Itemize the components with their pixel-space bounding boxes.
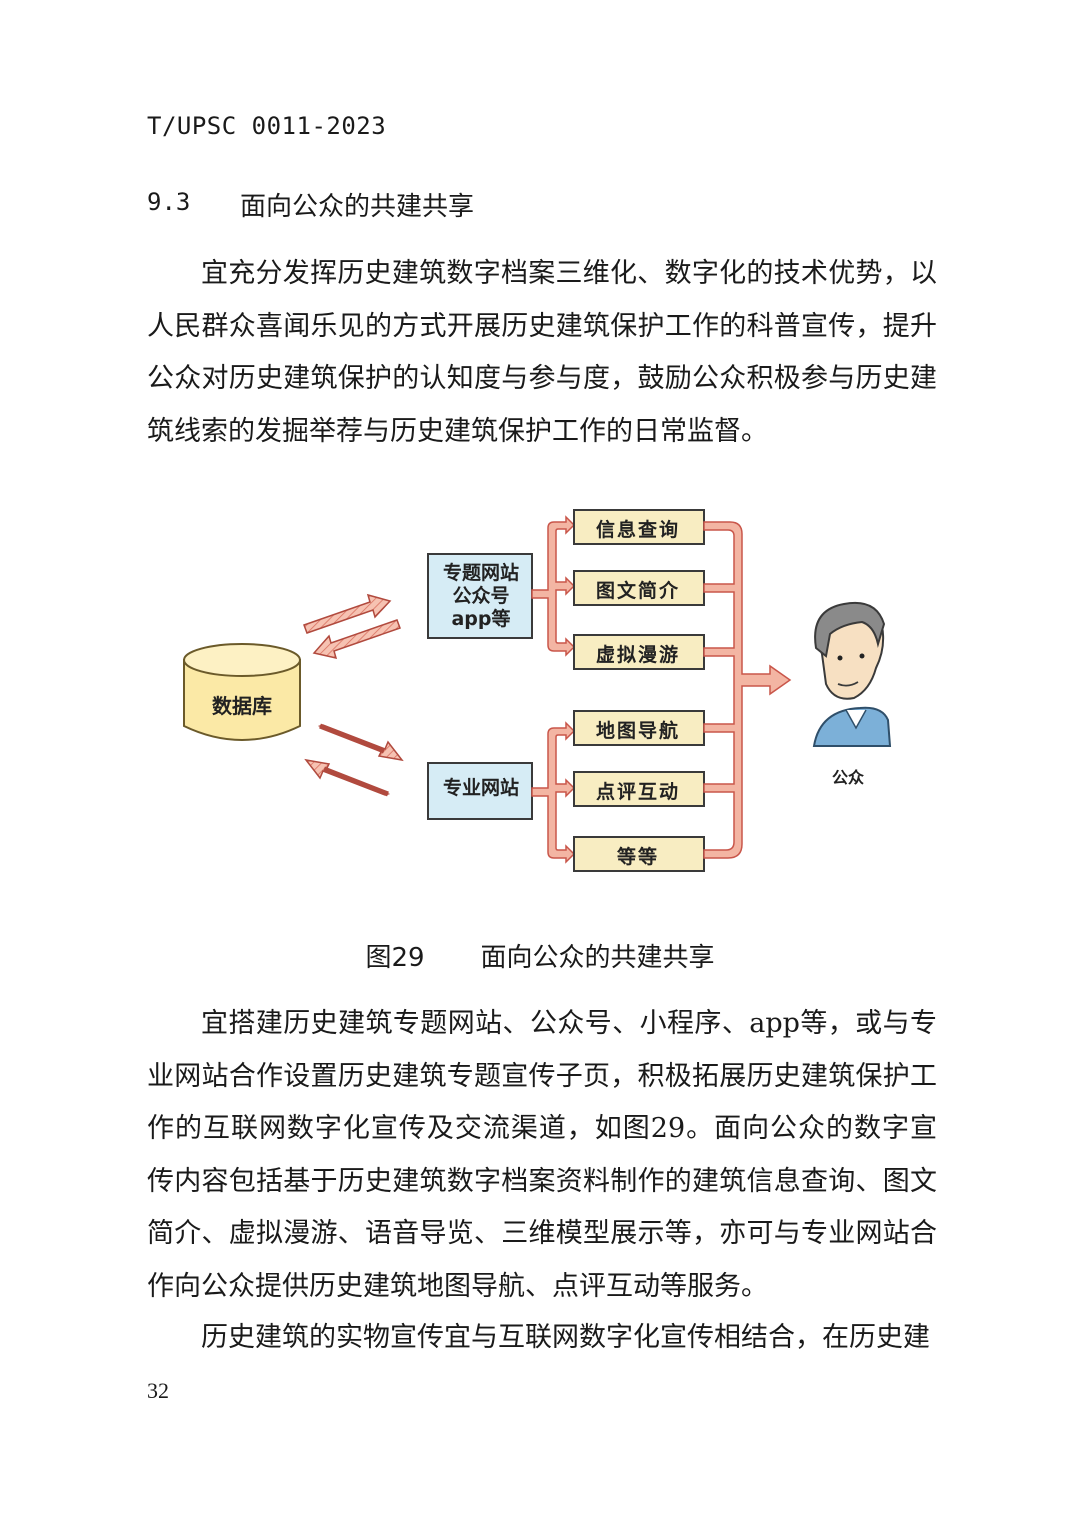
channel-b-label: 专业网站 — [442, 777, 519, 799]
leaf-label-etc: 等等 — [616, 846, 659, 868]
channel-a-line: app等 — [451, 608, 511, 630]
body-paragraph: 历史建筑的实物宣传宜与互联网数字化宣传相结合，在历史建 — [201, 1322, 930, 1353]
figure-number: 图29 — [365, 943, 425, 973]
leaf-boxes — [573, 509, 705, 872]
diagram-graphic — [183, 509, 892, 872]
arrow-db-to-channel-b — [317, 723, 404, 762]
leaf-label-comment-interaction: 点评互动 — [595, 781, 680, 803]
body-paragraph: 宜充分发挥历史建筑数字档案三维化、数字化的技术优势，以人民群众喜闻乐见的方式开展… — [147, 258, 937, 447]
channel-a-line: 专题网站 — [442, 562, 519, 584]
merge-bracket — [703, 521, 792, 859]
page-number: 32 — [147, 1378, 169, 1403]
branch-bracket-a — [531, 515, 576, 657]
arrow-channel-b-to-db — [304, 758, 391, 797]
channel-a-line: 公众号 — [452, 585, 510, 607]
document-code: T/UPSC 0011-2023 — [147, 112, 387, 140]
branch-bracket-b — [531, 721, 576, 864]
arrow-channel-a-to-db — [312, 619, 401, 660]
leaf-label-map-navigation: 地图导航 — [595, 720, 680, 742]
channel-a-label: 专题网站 公众号 app等 — [432, 562, 530, 631]
database-cylinder — [183, 643, 301, 741]
person-illustration — [812, 602, 892, 747]
audience-label: 公众 — [831, 768, 864, 787]
section-number: 9.3 — [147, 188, 191, 216]
figure-caption: 图29 面向公众的共建共享 — [0, 937, 1080, 974]
database-label: 数据库 — [212, 694, 272, 718]
section-title: 面向公众的共建共享 — [240, 192, 475, 222]
leaf-label-virtual-tour: 虚拟漫游 — [595, 644, 680, 666]
body-paragraph: 宜搭建历史建筑专题网站、公众号、小程序、app等，或与专业网站合作设置历史建筑专… — [147, 1008, 937, 1302]
figure-diagram: 数据库 专题网站 公众号 app等 专业网站 信息查询 图文简介 虚拟漫游 地图… — [170, 498, 910, 898]
figure-title: 面向公众的共建共享 — [480, 943, 715, 973]
channel-box-a — [427, 553, 533, 639]
leaf-label-graphic-intro: 图文简介 — [595, 580, 680, 602]
arrow-db-to-channel-a — [303, 593, 392, 634]
leaf-label-info-query: 信息查询 — [595, 519, 680, 541]
